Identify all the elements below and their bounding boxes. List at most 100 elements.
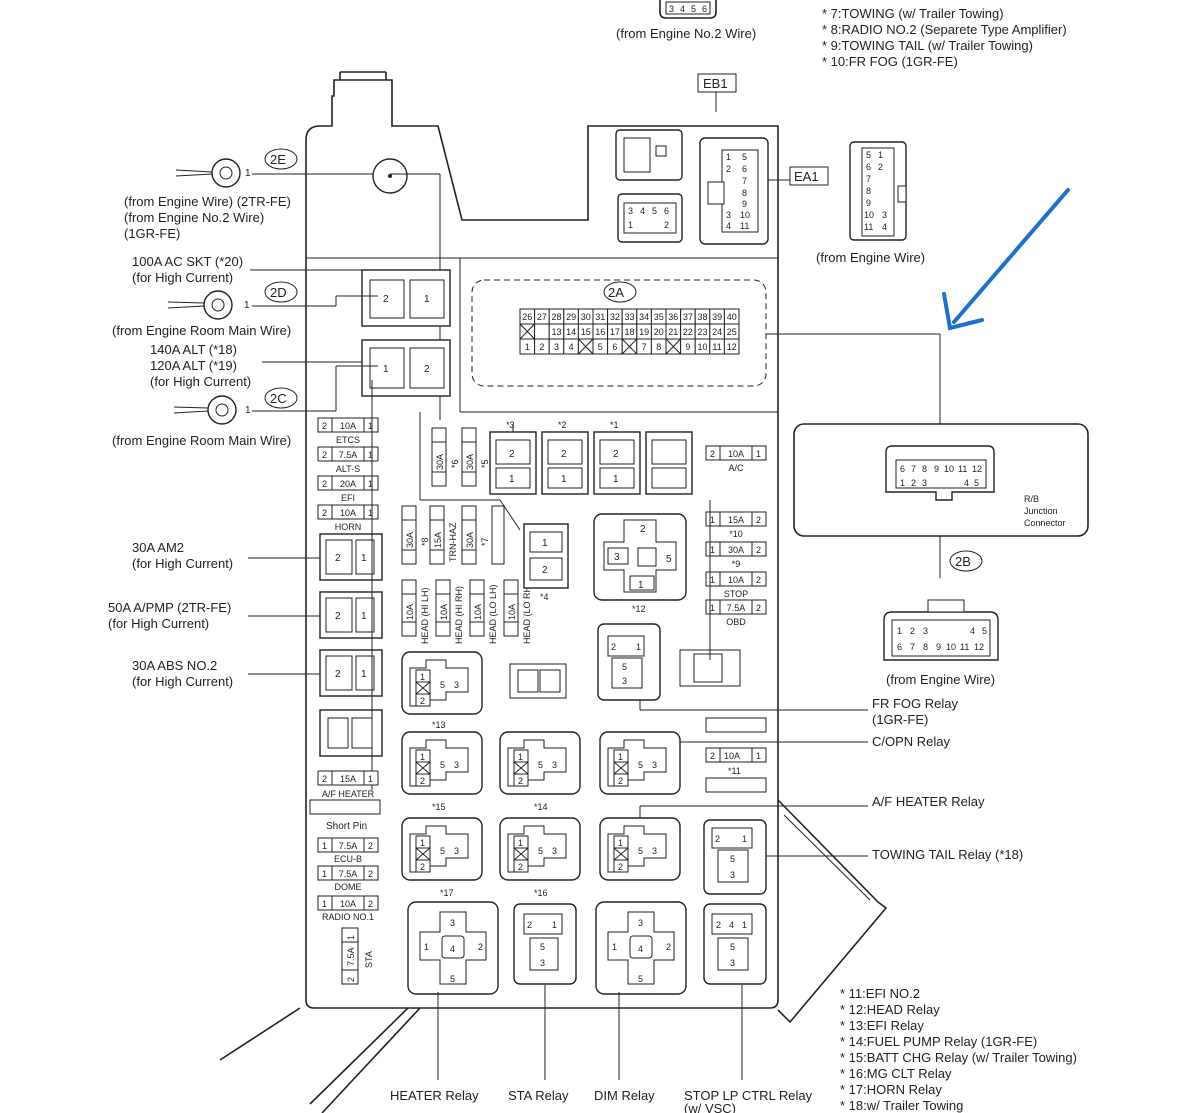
- svg-text:1: 1: [756, 751, 761, 761]
- svg-text:1: 1: [742, 834, 747, 844]
- pin-number: 10: [697, 342, 707, 352]
- svg-text:12: 12: [972, 464, 982, 474]
- top-notes: * 7:TOWING (w/ Trailer Towing) * 8:RADIO…: [822, 6, 1067, 69]
- pin-number: 14: [566, 327, 576, 337]
- fuse-name: HORN: [335, 522, 362, 532]
- fuse-amp: 10A: [340, 508, 356, 518]
- svg-text:2: 2: [518, 776, 523, 786]
- e2-source-line1: (from Engine Wire) (2TR-FE): [124, 194, 291, 209]
- svg-text:3: 3: [628, 206, 633, 216]
- dim-relay-label: DIM Relay: [594, 1088, 655, 1103]
- fuse-amp: 30A: [465, 454, 475, 470]
- svg-text:4: 4: [640, 206, 645, 216]
- svg-text:5: 5: [622, 662, 627, 672]
- svg-text:2: 2: [756, 603, 761, 613]
- pin-number: 15: [581, 327, 591, 337]
- svg-text:3: 3: [622, 676, 627, 686]
- svg-text:5: 5: [652, 206, 657, 216]
- efi-no2-amp: 10A: [724, 751, 740, 761]
- svg-text:2: 2: [527, 920, 532, 930]
- pin-number: 4: [569, 342, 574, 352]
- svg-text:2: 2: [518, 862, 523, 872]
- fuse: [317, 865, 379, 881]
- relay-tag: *17: [440, 888, 454, 898]
- svg-text:1: 1: [542, 538, 548, 549]
- pin-number: 37: [683, 312, 693, 322]
- svg-text:1: 1: [509, 474, 515, 485]
- copn-label: C/OPN Relay: [872, 734, 951, 749]
- pin-number: 30: [581, 312, 591, 322]
- pin-number: 7: [642, 342, 647, 352]
- sta-relay-label: STA Relay: [508, 1088, 569, 1103]
- note-10: * 10:FR FOG (1GR-FE): [822, 54, 958, 69]
- svg-text:2: 2: [322, 450, 327, 460]
- svg-text:4: 4: [964, 478, 969, 488]
- svg-text:1: 1: [322, 841, 327, 851]
- pin-number: 16: [595, 327, 605, 337]
- svg-text:3: 3: [652, 846, 657, 856]
- bottom-relay-labels: HEATER Relay STA Relay DIM Relay STOP LP…: [390, 985, 813, 1113]
- svg-text:3: 3: [726, 210, 731, 220]
- af-heater-label: A/F HEATER Relay: [872, 794, 985, 809]
- svg-text:1: 1: [245, 168, 251, 179]
- svg-text:2: 2: [756, 515, 761, 525]
- svg-text:2: 2: [613, 449, 619, 460]
- apmp-sub: (for High Current): [108, 616, 209, 631]
- svg-text:2: 2: [368, 869, 373, 879]
- alt-label-1: 140A ALT (*18): [150, 342, 237, 357]
- svg-text:5: 5: [638, 846, 643, 856]
- pin-number: 32: [610, 312, 620, 322]
- svg-text:1: 1: [638, 580, 644, 591]
- svg-text:2: 2: [322, 479, 327, 489]
- svg-text:1: 1: [878, 150, 883, 160]
- fuse: [705, 511, 767, 527]
- svg-text:2: 2: [611, 642, 616, 652]
- svg-text:2: 2: [710, 751, 715, 761]
- svg-text:7: 7: [910, 642, 915, 652]
- svg-text:3: 3: [454, 846, 459, 856]
- note-14: * 14:FUEL PUMP Relay (1GR-FE): [840, 1034, 1037, 1049]
- ea1-label-box: EA1: [789, 166, 829, 186]
- svg-text:11: 11: [960, 642, 969, 652]
- fuse-tag: *8: [420, 537, 430, 546]
- svg-text:2: 2: [561, 449, 567, 460]
- fuse: [317, 837, 379, 853]
- am2-sub: (for High Current): [132, 556, 233, 571]
- pin-number: 39: [712, 312, 722, 322]
- conn-2b-label: 2B: [955, 554, 971, 569]
- svg-text:4: 4: [680, 4, 685, 14]
- fuse-name: HEAD (HI RH): [454, 586, 464, 644]
- c2-source-label: (from Engine Room Main Wire): [112, 433, 291, 448]
- svg-text:5: 5: [540, 942, 545, 952]
- svg-text:2: 2: [346, 977, 356, 982]
- svg-text:1: 1: [618, 752, 623, 762]
- svg-text:3: 3: [454, 680, 459, 690]
- svg-text:10: 10: [944, 464, 954, 474]
- ring-terminal-2e: 1 2E (from Engine Wire) (2TR-FE) (from E…: [124, 148, 441, 420]
- fuse-amp: 20A: [340, 479, 356, 489]
- svg-text:11: 11: [864, 222, 873, 232]
- svg-text:8: 8: [742, 188, 747, 198]
- svg-text:12: 12: [974, 642, 984, 652]
- svg-text:2: 2: [542, 565, 548, 576]
- svg-text:5: 5: [730, 942, 735, 952]
- abs-sub: (for High Current): [132, 674, 233, 689]
- svg-text:1: 1: [245, 405, 251, 416]
- svg-text:4: 4: [726, 221, 731, 231]
- fuse-tag: *5: [480, 459, 490, 468]
- pin-number: 2: [539, 342, 544, 352]
- ac-skt-label: 100A AC SKT (*20): [132, 254, 243, 269]
- svg-text:5: 5: [666, 554, 672, 565]
- svg-text:2: 2: [618, 862, 623, 872]
- svg-text:10: 10: [740, 210, 750, 220]
- svg-text:8: 8: [866, 186, 871, 196]
